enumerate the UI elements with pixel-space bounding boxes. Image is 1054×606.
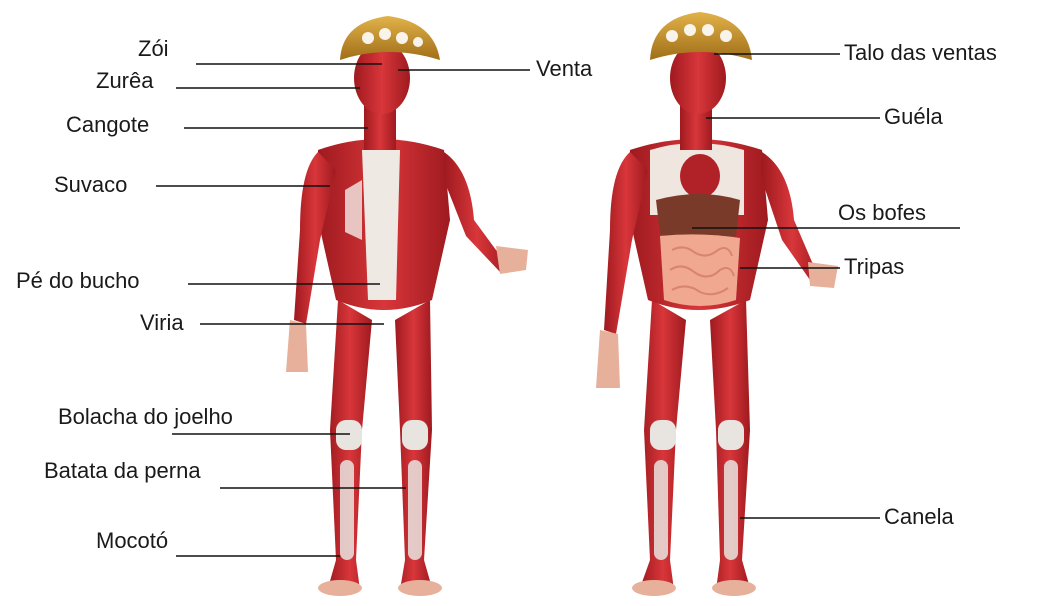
label-suvaco: Suvaco <box>54 174 127 196</box>
label-pe-do-bucho: Pé do bucho <box>16 270 140 292</box>
label-cangote: Cangote <box>66 114 149 136</box>
label-zoi: Zói <box>138 38 169 60</box>
label-canela: Canela <box>884 506 954 528</box>
right-figure <box>596 12 838 596</box>
label-guela: Guéla <box>884 106 943 128</box>
leader-lines <box>156 54 960 556</box>
label-bolacha-do-joelho: Bolacha do joelho <box>58 406 233 428</box>
label-mocoto: Mocotó <box>96 530 168 552</box>
label-talo-das-ventas: Talo das ventas <box>844 42 997 64</box>
label-zurea: Zurêa <box>96 70 153 92</box>
left-figure <box>286 16 528 596</box>
label-venta: Venta <box>536 58 592 80</box>
label-viria: Viria <box>140 312 184 334</box>
label-os-bofes: Os bofes <box>838 202 926 224</box>
label-tripas: Tripas <box>844 256 904 278</box>
label-batata-da-perna: Batata da perna <box>44 460 201 482</box>
